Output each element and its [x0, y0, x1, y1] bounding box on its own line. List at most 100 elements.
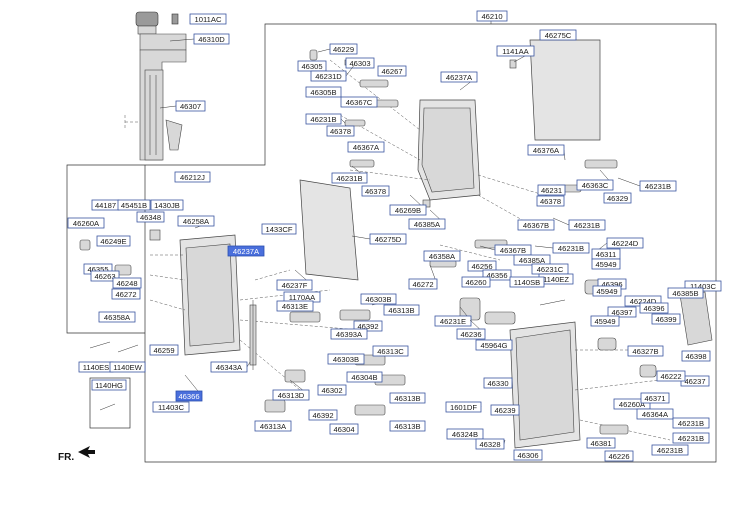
part-label-box[interactable]	[475, 438, 505, 450]
part-number-text[interactable]: 1433CF	[265, 225, 292, 234]
part-number-text[interactable]: 46237A	[446, 73, 473, 82]
part-number-text[interactable]: 46303	[349, 59, 370, 68]
part-label-box[interactable]	[640, 392, 670, 404]
part-number-text[interactable]: 46313B	[394, 394, 420, 403]
part-number-text[interactable]: 1140ES	[83, 363, 109, 372]
part-number-text[interactable]: 46237A	[233, 247, 260, 256]
part-label-box[interactable]	[483, 377, 513, 389]
part-label[interactable]: 46239	[490, 404, 520, 416]
part-label-box[interactable]	[467, 260, 497, 272]
part-label-box[interactable]	[667, 287, 704, 299]
part-label-box[interactable]	[254, 420, 292, 432]
part-number-text[interactable]: 46303B	[333, 355, 359, 364]
part-number-text[interactable]: 46328	[479, 440, 500, 449]
part-label-box[interactable]	[456, 328, 486, 340]
part-label[interactable]: 45949	[592, 285, 622, 297]
part-number-text[interactable]: 46224D	[630, 297, 657, 306]
part-label[interactable]: 46385A	[408, 209, 446, 230]
part-label-box[interactable]	[210, 361, 248, 373]
part-number-text[interactable]: 46371	[644, 394, 665, 403]
part-number-text[interactable]: 46260A	[73, 219, 100, 228]
part-label[interactable]: 46231	[537, 184, 566, 196]
part-label[interactable]: 46392	[308, 409, 338, 421]
part-number-text[interactable]: 46327B	[632, 347, 658, 356]
part-label[interactable]: 46258A	[177, 215, 215, 229]
part-label-box[interactable]	[494, 244, 532, 256]
part-number-text[interactable]: 46231B	[678, 434, 704, 443]
part-label[interactable]: 46210	[476, 10, 508, 22]
part-label-box[interactable]	[227, 245, 265, 257]
part-number-text[interactable]: 46231E	[440, 317, 466, 326]
part-label[interactable]: 46306	[513, 449, 543, 461]
part-number-text[interactable]: 46397	[611, 308, 632, 317]
part-number-text[interactable]: 46231C	[537, 265, 564, 274]
part-label-box[interactable]	[389, 204, 427, 216]
part-number-text[interactable]: 1140HG	[95, 381, 123, 390]
part-number-text[interactable]: 46304	[333, 425, 354, 434]
part-number-text[interactable]: 46237F	[282, 281, 308, 290]
part-label[interactable]: 46272	[408, 264, 438, 290]
part-number-text[interactable]: 45949	[596, 287, 617, 296]
part-number-text[interactable]: 46310D	[198, 35, 225, 44]
part-number-text[interactable]: 11403C	[158, 403, 185, 412]
part-label-box[interactable]	[445, 401, 482, 413]
part-number-text[interactable]: 1170AA	[289, 293, 316, 302]
part-label-box[interactable]	[361, 185, 390, 197]
part-number-text[interactable]: 46392	[312, 411, 333, 420]
part-label[interactable]: 46260	[461, 276, 491, 288]
part-label[interactable]: 46367B	[479, 244, 532, 256]
part-label-box[interactable]	[408, 278, 438, 290]
part-label[interactable]: 46367A	[347, 141, 385, 153]
part-label[interactable]: 46263	[90, 270, 120, 282]
part-label-box[interactable]	[576, 179, 614, 191]
part-label[interactable]: 46304	[329, 423, 359, 435]
part-label[interactable]: 46367B	[517, 219, 555, 231]
part-number-text[interactable]: 46398	[685, 352, 706, 361]
part-label[interactable]: 46371	[640, 392, 670, 404]
part-label[interactable]: 46249E	[96, 235, 131, 247]
part-label[interactable]: 46356	[482, 269, 512, 281]
part-label-box[interactable]	[586, 437, 616, 449]
part-label-box[interactable]	[353, 320, 383, 332]
part-label-box[interactable]	[568, 219, 606, 231]
part-number-text[interactable]: 46275C	[545, 31, 572, 40]
part-number-text[interactable]: 46366	[178, 392, 199, 401]
part-label-box[interactable]	[90, 270, 120, 282]
part-label-box[interactable]	[651, 313, 681, 325]
part-label[interactable]: 46305	[297, 60, 327, 72]
part-number-text[interactable]: 46248	[116, 279, 137, 288]
part-number-text[interactable]: 1140EW	[113, 363, 142, 372]
part-label-box[interactable]	[345, 57, 375, 69]
part-label[interactable]: 46397	[607, 306, 637, 318]
part-label[interactable]: 46231B	[672, 432, 710, 444]
part-number-text[interactable]: 46378	[540, 197, 561, 206]
part-label-box[interactable]	[305, 113, 342, 125]
part-label[interactable]: 46222	[656, 370, 686, 382]
part-number-text[interactable]: 46212J	[180, 173, 205, 182]
part-label-box[interactable]	[636, 408, 674, 420]
part-number-text[interactable]: 46260A	[619, 400, 646, 409]
part-label-box[interactable]	[112, 277, 142, 289]
part-label-box[interactable]	[310, 70, 347, 82]
part-label[interactable]: 46358A	[423, 250, 461, 262]
part-label[interactable]: 46305B	[305, 86, 342, 98]
part-label-box[interactable]	[496, 45, 535, 57]
part-label[interactable]: 46248	[112, 277, 142, 289]
part-number-text[interactable]: 46313A	[260, 422, 287, 431]
part-label-box[interactable]	[109, 361, 146, 373]
part-label-box[interactable]	[672, 417, 710, 429]
part-label[interactable]: 46237F	[276, 269, 313, 291]
part-label[interactable]: 46260A	[613, 398, 651, 410]
part-label-box[interactable]	[389, 392, 426, 404]
part-number-text[interactable]: 46307	[180, 102, 201, 111]
part-number-text[interactable]: 46378	[330, 127, 351, 136]
part-label[interactable]: 46381	[586, 437, 616, 449]
part-label[interactable]: 46378	[536, 195, 565, 207]
part-number-text[interactable]: 46364A	[642, 410, 669, 419]
part-label-box[interactable]	[150, 199, 184, 211]
part-label[interactable]: 46330	[483, 377, 513, 389]
part-number-text[interactable]: 1141AA	[502, 47, 529, 56]
part-number-text[interactable]: 46263	[94, 272, 115, 281]
part-number-text[interactable]: 46385B	[672, 289, 698, 298]
part-number-text[interactable]: 46313E	[282, 302, 308, 311]
